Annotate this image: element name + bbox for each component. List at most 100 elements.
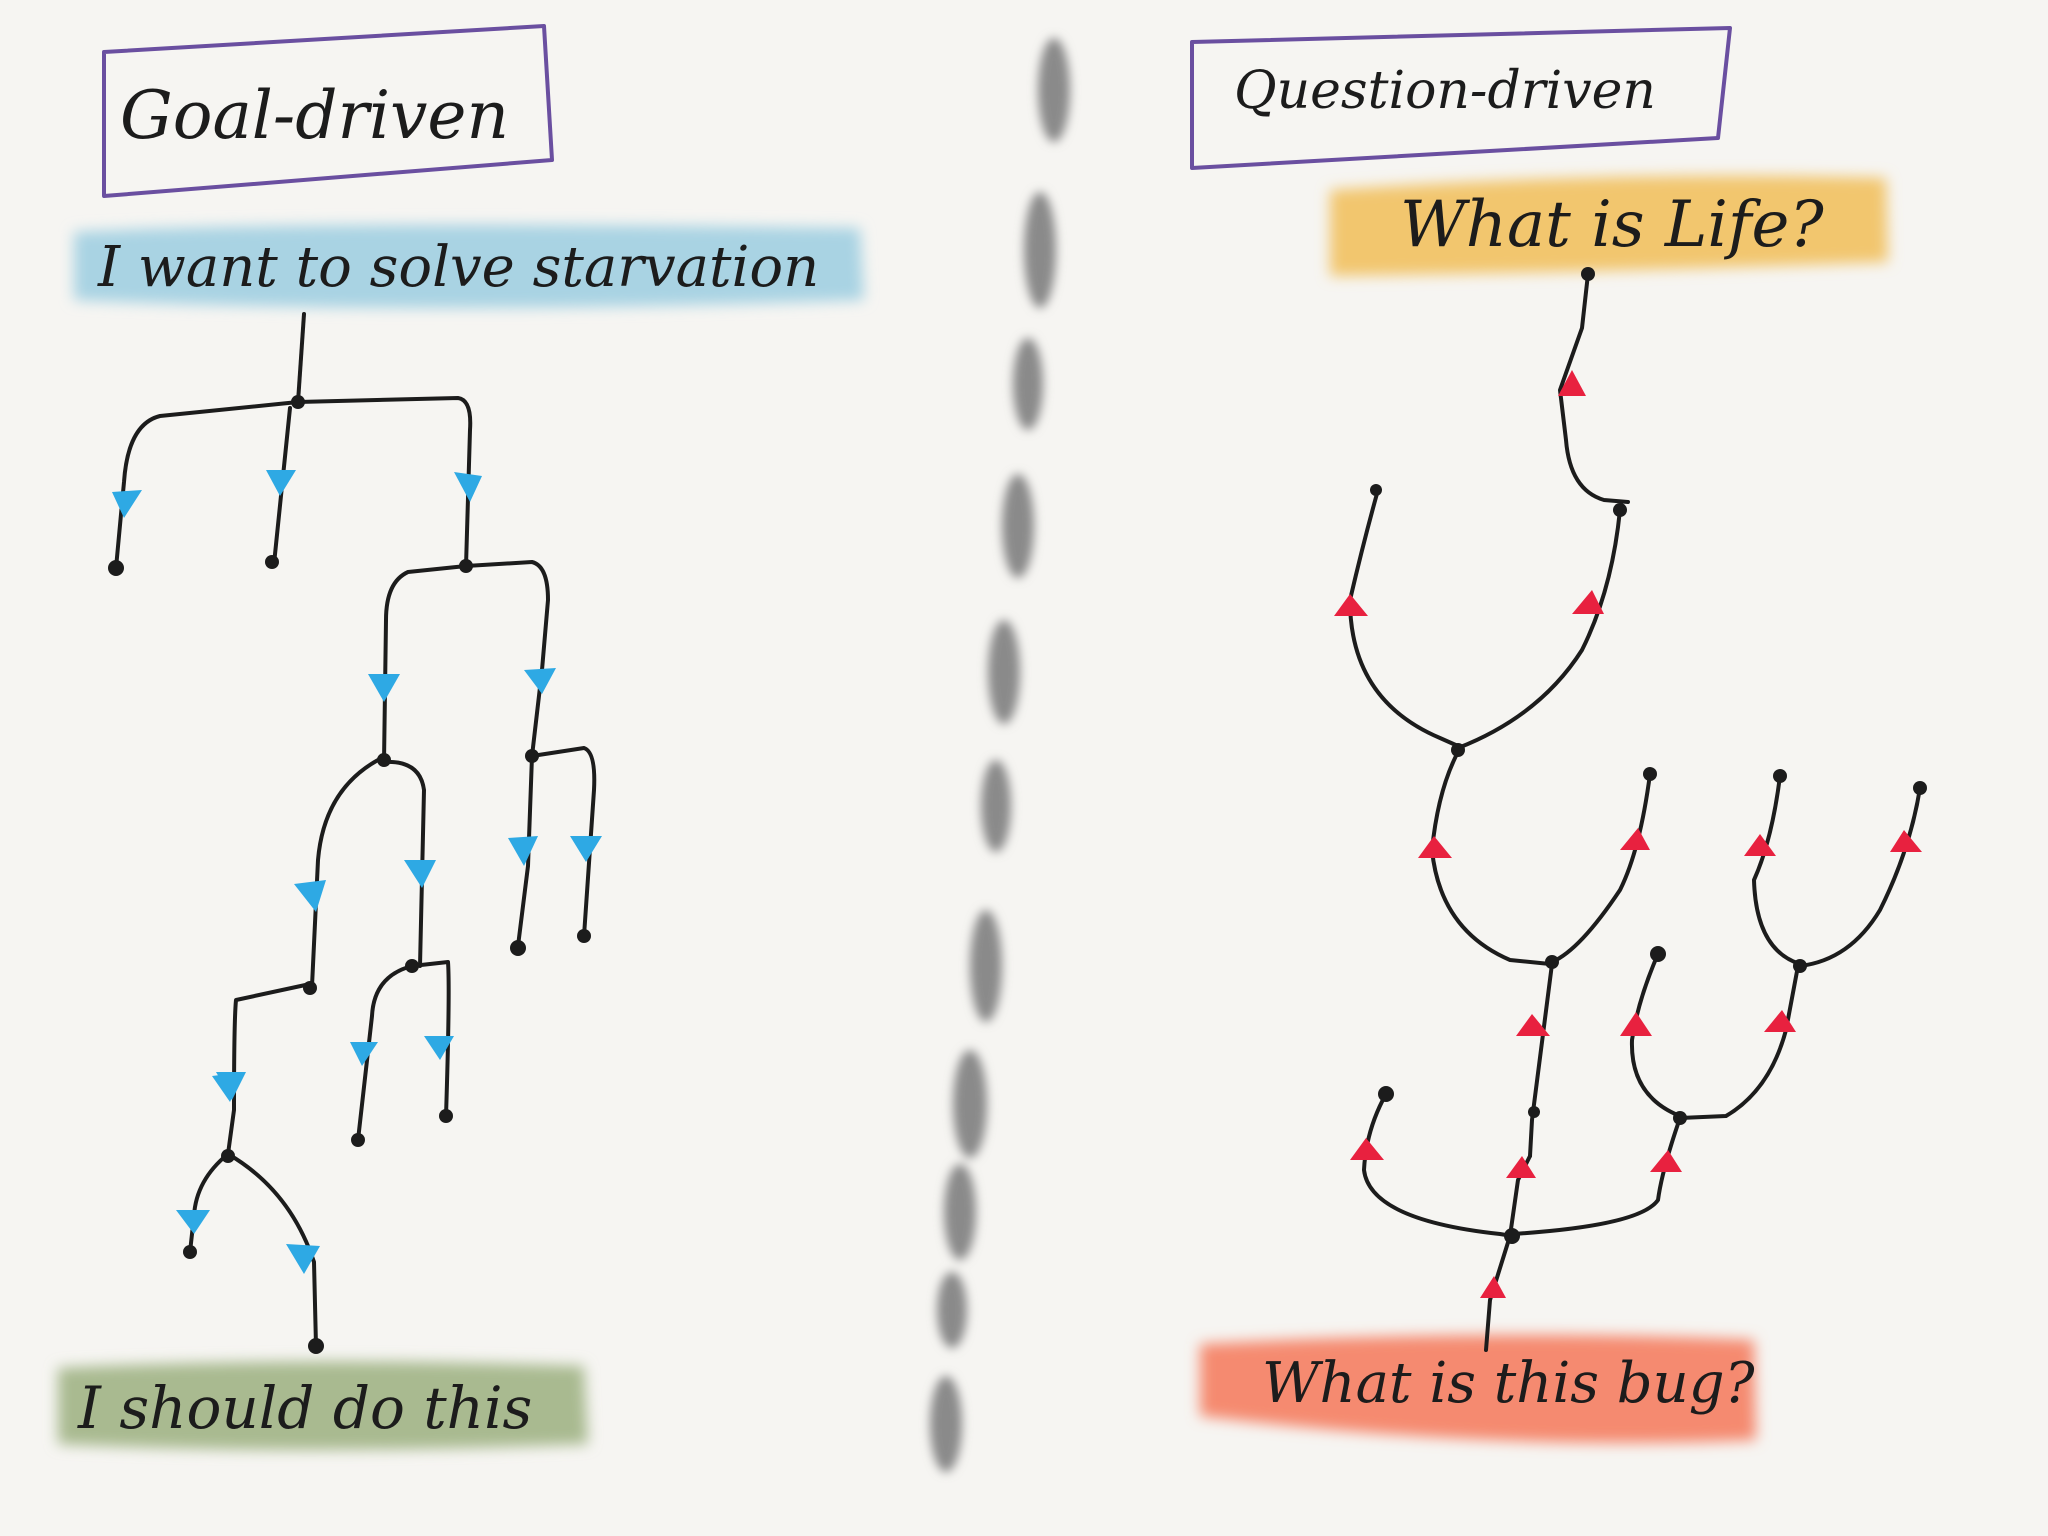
- question-tree-b8: [1678, 964, 1800, 1120]
- goal-node: [308, 1338, 324, 1354]
- divider-dash-10: [937, 1272, 967, 1348]
- goal-node: [577, 929, 591, 943]
- down-arrow-icon: [368, 674, 400, 702]
- question-tree: [1348, 272, 1922, 1352]
- question-node: [1673, 1111, 1687, 1125]
- divider-dash-5: [988, 620, 1020, 724]
- goal-tree-branch-m: [226, 982, 312, 1156]
- down-arrow-icon: [286, 1244, 320, 1274]
- question-node: [1613, 503, 1627, 517]
- divider-dash-3: [1013, 338, 1043, 430]
- question-driven-title: Question-driven: [1234, 61, 1656, 121]
- goal-bottom-label: I should do this: [77, 1374, 532, 1442]
- question-node: [1378, 1086, 1394, 1102]
- question-tree-b6: [1752, 774, 1802, 966]
- goal-tree-branch-j: [382, 759, 426, 968]
- goal-node: [351, 1133, 365, 1147]
- question-tree-b9: [1629, 952, 1682, 1118]
- goal-tree-branch-k: [410, 960, 451, 1118]
- up-arrow-icon: [1620, 828, 1650, 850]
- goal-node: [291, 395, 305, 409]
- goal-driven-title-box: Goal-driven: [102, 24, 554, 198]
- up-arrow-icon: [1764, 1010, 1796, 1032]
- goal-node: [108, 560, 124, 576]
- up-arrow-icon: [1350, 1138, 1384, 1160]
- question-tree-b5: [1528, 962, 1554, 1158]
- question-tree-nodes: [1370, 267, 1927, 1244]
- down-arrow-icon: [424, 1036, 454, 1060]
- up-arrow-icon: [1890, 830, 1922, 852]
- question-tree-arrows: [1334, 370, 1922, 1298]
- goal-tree-nodes: [108, 395, 591, 1354]
- question-tree-b12: [1484, 1154, 1532, 1352]
- question-node: [1650, 946, 1666, 962]
- question-node: [1451, 743, 1465, 757]
- question-driven-title-box: Question-driven: [1190, 26, 1732, 170]
- goal-tree-branch-d: [382, 564, 468, 764]
- goal-top-label: I want to solve starvation: [97, 235, 819, 300]
- question-node: [1370, 484, 1382, 496]
- question-node: [1545, 955, 1559, 969]
- down-arrow-icon: [570, 836, 602, 862]
- down-arrow-icon: [350, 1042, 378, 1066]
- down-arrow-icon: [266, 470, 296, 496]
- center-divider: [930, 38, 1070, 1472]
- up-arrow-icon: [1480, 1276, 1506, 1298]
- divider-dash-1: [1038, 38, 1070, 142]
- goal-top-band: [74, 224, 864, 308]
- question-node: [1913, 781, 1927, 795]
- up-arrow-icon: [1744, 834, 1776, 856]
- up-arrow-icon: [1650, 1150, 1682, 1172]
- question-node: [1773, 769, 1787, 783]
- up-arrow-icon: [1516, 1014, 1550, 1036]
- up-arrow-icon: [1334, 594, 1368, 616]
- divider-dash-11: [930, 1376, 962, 1472]
- goal-driven-frame: [102, 24, 554, 198]
- question-node: [1643, 767, 1657, 781]
- question-tree-b2: [1348, 488, 1460, 748]
- goal-node: [265, 555, 279, 569]
- down-arrow-icon: [176, 1210, 210, 1234]
- question-tree-top: [1558, 272, 1630, 504]
- divider-dash-9: [944, 1164, 976, 1260]
- goal-node: [377, 753, 391, 767]
- question-tree-b11: [1362, 1092, 1514, 1238]
- question-node: [1793, 959, 1807, 973]
- goal-tree: [114, 312, 597, 1348]
- goal-driven-title: Goal-driven: [120, 77, 509, 154]
- up-arrow-icon: [1572, 590, 1604, 614]
- goal-tree-trunk: [296, 312, 306, 404]
- question-tree-b10: [1510, 1116, 1682, 1236]
- question-bottom-band: [1200, 1334, 1756, 1443]
- divider-dash-8: [953, 1050, 987, 1158]
- question-bottom-label: What is this bug?: [1262, 1351, 1756, 1416]
- goal-tree-branch-g: [530, 746, 597, 938]
- goal-tree-branch-l: [356, 964, 414, 1142]
- divider-dash-4: [1002, 474, 1034, 578]
- question-tree-b1: [1456, 508, 1622, 750]
- down-arrow-icon: [112, 490, 142, 518]
- up-arrow-icon: [1558, 370, 1586, 396]
- question-node: [1528, 1106, 1540, 1118]
- goal-tree-arrows: [112, 470, 602, 1274]
- goal-node: [525, 749, 539, 763]
- divider-dash-7: [970, 910, 1002, 1022]
- goal-bottom-band: [58, 1361, 588, 1450]
- goal-node: [183, 1245, 197, 1259]
- goal-node: [303, 981, 317, 995]
- goal-node: [405, 959, 419, 973]
- question-driven-frame: [1190, 26, 1732, 170]
- goal-tree-branch-e: [464, 560, 550, 672]
- goal-tree-branch-a: [114, 400, 300, 570]
- question-tree-b7: [1798, 786, 1922, 968]
- goal-tree-branch-h: [516, 754, 534, 948]
- question-tree-b4: [1550, 772, 1652, 964]
- goal-node: [439, 1109, 453, 1123]
- divider-dash-6: [981, 760, 1011, 852]
- goal-node: [459, 559, 473, 573]
- down-arrow-icon: [212, 1072, 244, 1102]
- question-node: [1504, 1228, 1520, 1244]
- goal-node: [221, 1149, 235, 1163]
- question-top-band: [1330, 175, 1888, 276]
- down-arrow-icon: [294, 880, 326, 912]
